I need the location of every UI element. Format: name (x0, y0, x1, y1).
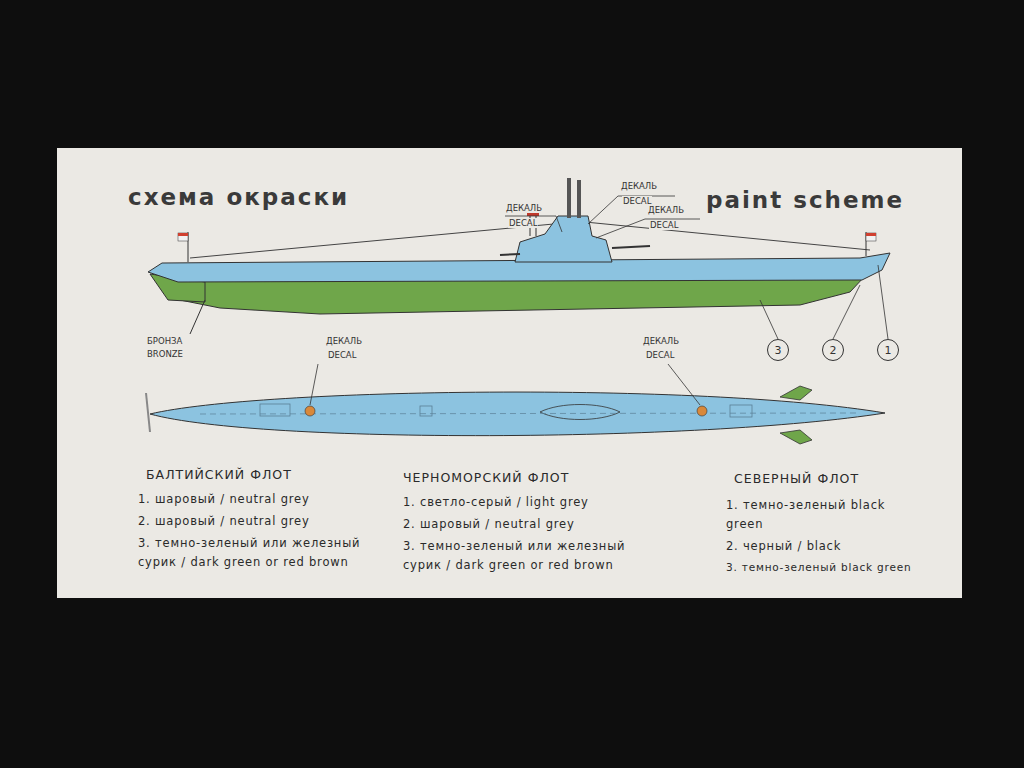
callout-circle: 1 (877, 339, 899, 361)
decal-label: ДЕКАЛЬ (642, 336, 680, 346)
color-item: 1. шаровый / neutral grey (138, 490, 373, 509)
color-item: 3. темно-зеленый или железный сурик / da… (138, 534, 378, 572)
fleet-heading: СЕВЕРНЫЙ ФЛОТ (734, 471, 859, 486)
callout-number: 3 (775, 344, 782, 357)
decal-label: ДЕКАЛЬ (620, 181, 658, 191)
card-title: схема окраски (128, 184, 349, 210)
decal-label: ДЕКАЛЬ (505, 203, 543, 213)
callout-circle: 2 (822, 339, 844, 361)
material-label: БРОНЗА (146, 336, 183, 346)
material-label: BRONZE (146, 349, 184, 359)
decal-label: DECAL (645, 350, 675, 360)
callout-number: 1 (885, 344, 892, 357)
fleet-heading: ЧЕРНОМОРСКИЙ ФЛОТ (403, 470, 569, 485)
callout-circle: 3 (767, 339, 789, 361)
color-item: 2. черный / black (726, 537, 926, 556)
decal-label: ДЕКАЛЬ (647, 205, 685, 215)
callout-number: 2 (830, 344, 837, 357)
color-item: 2. шаровый / neutral grey (403, 515, 643, 534)
decal-label: DECAL (508, 218, 538, 228)
color-item: 1. светло-серый / light grey (403, 493, 643, 512)
decal-label: DECAL (327, 350, 357, 360)
color-item: 2. шаровый / neutral grey (138, 512, 373, 531)
card-title-english: paint scheme (706, 187, 904, 213)
color-item: 3. темно-зеленый black green (726, 559, 926, 576)
fleet-heading: БАЛТИЙСКИЙ ФЛОТ (146, 467, 292, 482)
decal-label: DECAL (649, 220, 679, 230)
decal-label: ДЕКАЛЬ (325, 336, 363, 346)
color-item: 1. темно-зеленый black green (726, 496, 926, 534)
color-item: 3. темно-зеленый или железный сурик / da… (403, 537, 643, 575)
